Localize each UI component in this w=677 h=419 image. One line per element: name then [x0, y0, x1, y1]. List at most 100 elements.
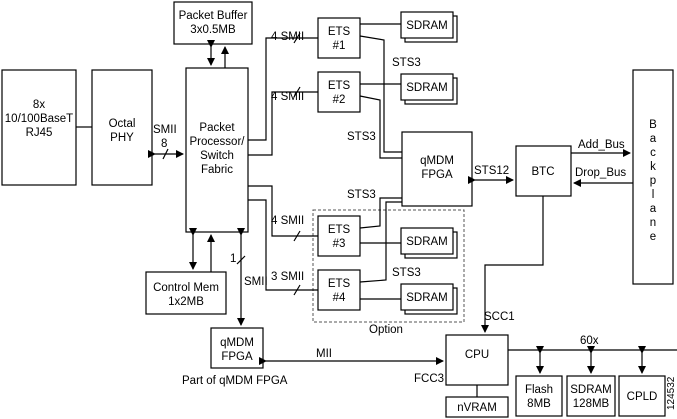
scc1-label: SCC1: [484, 311, 515, 323]
ets4-line-2: #4: [333, 292, 346, 304]
proc-ets4-link: [248, 199, 318, 291]
rj45-line-2: 10/100BaseT: [5, 113, 73, 125]
qmdm-small-line-2: FPGA: [221, 351, 253, 363]
qmdm-main-line-1: qMDM: [420, 155, 454, 167]
backplane-letter-4: k: [650, 161, 656, 173]
proc-ets1-link: [248, 37, 318, 141]
option-region: [312, 209, 465, 323]
smii-4a-label: 4 SMII: [271, 31, 304, 43]
sdram1-box: [400, 11, 454, 39]
ets3-qmdm-link: [359, 197, 402, 229]
processor-line-3: Switch: [200, 150, 234, 162]
rj45-line-3: RJ45: [26, 127, 53, 139]
packet-processor-box: [185, 67, 249, 233]
flash-line-2: 8MB: [527, 398, 551, 410]
ets4-line-1: ETS: [328, 278, 351, 290]
rj45-ports-box: [1, 69, 77, 186]
sdram4-box: [400, 283, 454, 311]
rj45-line-1: 8x: [33, 99, 45, 111]
cpu-label: CPU: [465, 349, 489, 361]
smii-one-slash: [236, 255, 246, 265]
sdram3-box: [400, 227, 454, 255]
processor-line-4: Fabric: [201, 164, 233, 176]
qmdm-fpga-main-box: [401, 131, 473, 207]
ctrlmem-line-1: Control Mem: [153, 282, 219, 294]
smii-4c-label: 4 SMII: [271, 215, 304, 227]
sts3-c-label: STS3: [347, 189, 376, 201]
processor-line-2: Processor/: [190, 136, 246, 148]
phy-line-2: PHY: [110, 132, 134, 144]
ets2-box: [317, 71, 361, 113]
smii-slash: [162, 148, 169, 160]
cpld-label: CPLD: [627, 391, 658, 403]
smii-count-label: 8: [161, 138, 167, 150]
qmdm-fpga-small-box: [210, 327, 264, 369]
packet-buffer-box: [173, 1, 253, 45]
qmdm-small-line-1: qMDM: [220, 337, 254, 349]
nvram-label: nVRAM: [457, 402, 497, 414]
ctrlmem-line-2: 1x2MB: [168, 296, 204, 308]
ets1-line-2: #1: [333, 40, 346, 52]
sdram4-label: SDRAM: [406, 292, 448, 304]
ets2-line-1: ETS: [328, 80, 351, 92]
sdram-cpu-line-1: SDRAM: [570, 384, 612, 396]
ets2-line-2: #2: [333, 94, 346, 106]
cpld-box: [618, 375, 666, 417]
backplane-letter-1: B: [649, 119, 657, 131]
backplane-letter-6: l: [652, 189, 655, 201]
smii-4b-label: 4 SMII: [271, 91, 304, 103]
buffer-line-2: 3x0.5MB: [190, 24, 236, 36]
mii-label: MII: [316, 348, 332, 360]
ets4-box: [317, 269, 361, 311]
sts12-label: STS12: [474, 165, 509, 177]
smii-lower-label: SMII: [244, 276, 268, 288]
backplane-letter-7: a: [650, 203, 657, 215]
sts3-b-label: STS3: [347, 131, 376, 143]
ets4-qmdm-link: [359, 201, 402, 283]
drop-bus-label: Drop_Bus: [575, 167, 626, 179]
btc-label: BTC: [532, 166, 555, 178]
phy-line-1: Octal: [109, 118, 136, 130]
proc-ets2-link: [248, 91, 318, 156]
sts3-a-label: STS3: [392, 57, 421, 69]
sdram3-label: SDRAM: [406, 236, 448, 248]
backplane-letter-9: e: [650, 231, 656, 243]
ets1-line-1: ETS: [328, 26, 351, 38]
btc-cpu-link: [481, 196, 544, 333]
ets3-slash: [293, 230, 301, 242]
smii-label: SMII: [153, 124, 177, 136]
sdram2-label: SDRAM: [406, 82, 448, 94]
backplane-letter-8: n: [650, 217, 656, 229]
flash-box: [515, 375, 563, 417]
ets2-qmdm-link: [359, 95, 402, 159]
backplane-letter-5: p: [650, 175, 656, 187]
octal-phy-box: [91, 69, 153, 186]
backplane-box: [632, 69, 674, 285]
btc-box: [515, 145, 572, 197]
ets3-line-2: #3: [333, 238, 346, 250]
option-label: Option: [369, 324, 403, 336]
smii-one-label: 1: [230, 253, 236, 265]
sts3-d-label: STS3: [392, 267, 421, 279]
ets2-slash: [293, 86, 301, 98]
ets1-qmdm-link: [359, 35, 402, 153]
flash-line-1: Flash: [525, 384, 553, 396]
add-bus-label: Add_Bus: [578, 139, 625, 151]
sdram1-label: SDRAM: [406, 20, 448, 32]
backplane-letter-3: c: [650, 147, 656, 159]
ets3-line-1: ETS: [328, 224, 351, 236]
fcc3-label: FCC3: [414, 373, 444, 385]
ets3-box: [317, 215, 361, 257]
figure-id-label: 124532: [666, 376, 677, 410]
ets1-slash: [293, 32, 301, 44]
control-mem-box: [145, 271, 227, 315]
processor-line-1: Packet: [199, 122, 235, 134]
sdram-cpu-box: [566, 375, 616, 417]
ets4-slash: [293, 284, 301, 296]
proc-ets3-link: [248, 185, 318, 237]
smii-3-label: 3 SMII: [271, 271, 304, 283]
sdram-cpu-line-2: 128MB: [573, 398, 610, 410]
part-of-qmdm-label: Part of qMDM FPGA: [182, 375, 288, 387]
